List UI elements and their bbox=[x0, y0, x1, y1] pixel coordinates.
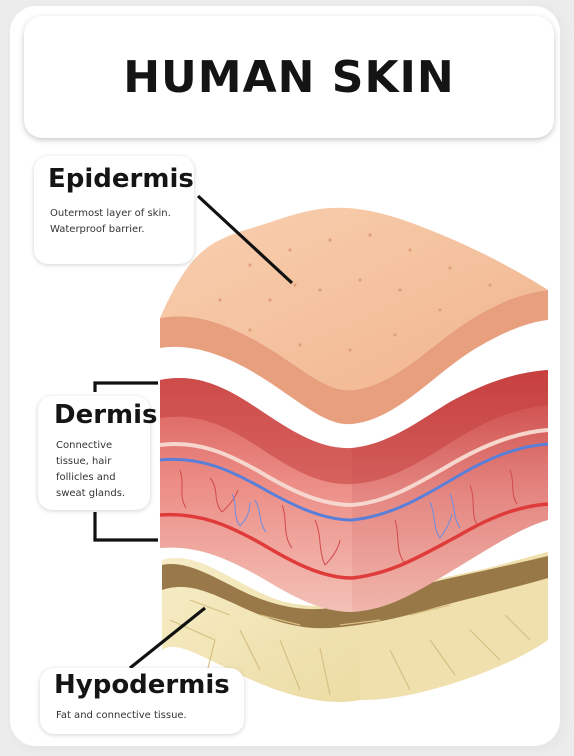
epidermis-description: Outermost layer of skin. Waterproof barr… bbox=[50, 206, 171, 238]
dermis-description: Connective tissue, hair follicles and sw… bbox=[56, 438, 125, 502]
hypodermis-description: Fat and connective tissue. bbox=[56, 708, 187, 724]
dermis-label: Dermis bbox=[54, 400, 158, 430]
epidermis-label: Epidermis bbox=[48, 164, 194, 194]
hypodermis-label: Hypodermis bbox=[54, 670, 230, 700]
